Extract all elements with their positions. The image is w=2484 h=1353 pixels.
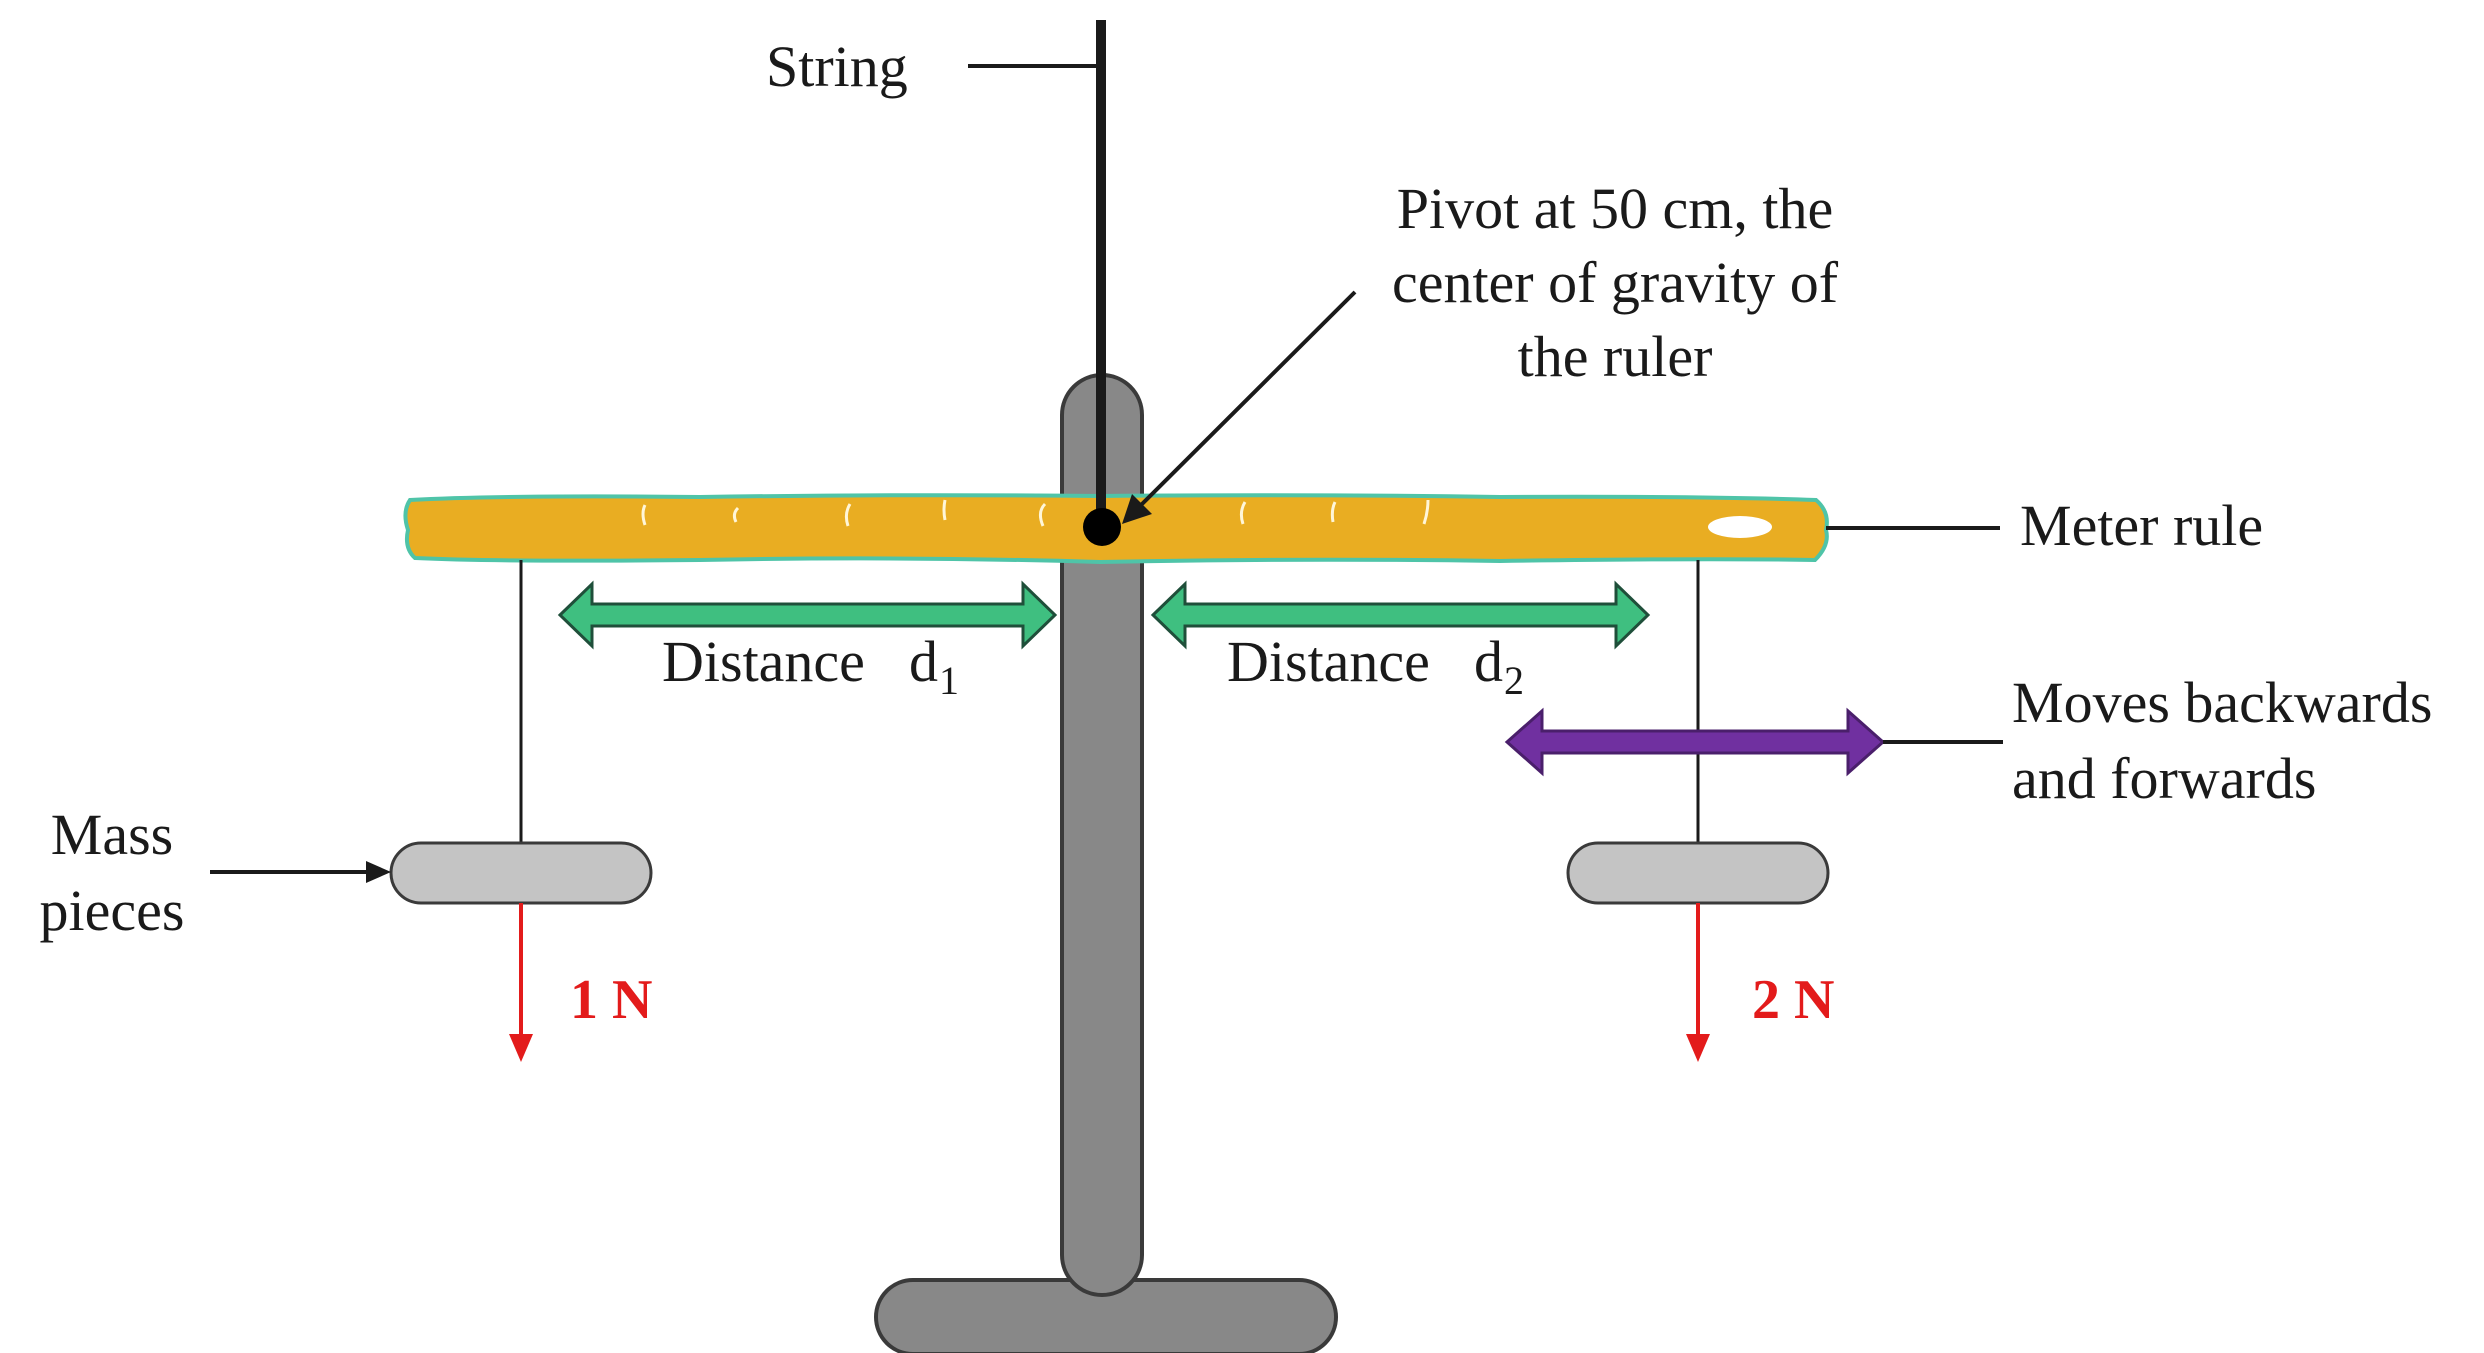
moves-label-line-1: Moves backwards (2012, 670, 2432, 735)
ruler-tick-marks (641, 499, 1430, 527)
pivot-label-line-2: center of gravity of (1392, 250, 1839, 315)
distance-d2-word: Distance (1227, 629, 1430, 694)
distance-d1-symbol: d (909, 629, 938, 694)
pivot-label-leader (1136, 290, 1357, 510)
pivot-point (1083, 508, 1121, 546)
pivot-label-line-3: the ruler (1518, 324, 1713, 389)
left-force-label: 1 N (570, 969, 652, 1031)
distance-d2-arrow (1150, 580, 1651, 650)
distance-d1-arrow (557, 580, 1058, 650)
left-mass-piece (389, 841, 653, 905)
distance-d2-symbol: d (1474, 629, 1503, 694)
left-force-arrowhead (509, 1034, 533, 1062)
pivot-label-line-1: Pivot at 50 cm, the (1397, 176, 1834, 241)
mass-label-line-2: pieces (40, 878, 185, 943)
distance-d1-subscript: 1 (939, 658, 959, 703)
right-force-label: 2 N (1752, 969, 1834, 1031)
right-mass-piece (1566, 841, 1830, 905)
right-force-arrowhead (1686, 1034, 1710, 1062)
meter-rule-label: Meter rule (2020, 493, 2263, 558)
distance-d2-subscript: 2 (1504, 658, 1524, 703)
moves-label-line-2: and forwards (2012, 746, 2316, 811)
string-label: String (766, 34, 908, 99)
mass-label-line-1: Mass (51, 802, 173, 867)
ruler-hole (1708, 516, 1772, 538)
movement-arrow (1504, 707, 1886, 777)
distance-d1-word: Distance (662, 629, 865, 694)
mass-arrowhead (366, 861, 391, 883)
pivot-arrowhead (1122, 494, 1152, 524)
